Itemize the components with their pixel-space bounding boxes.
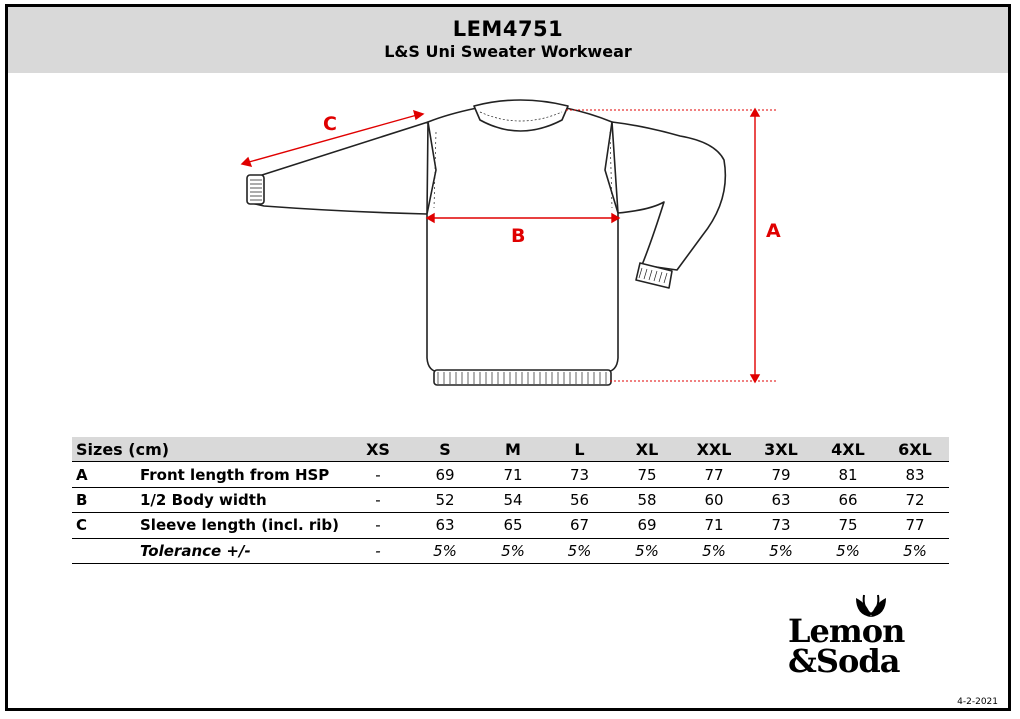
size-xxl: XXL (681, 437, 747, 463)
row-label: 1/2 Body width (140, 487, 346, 514)
size-4xl: 4XL (815, 437, 881, 463)
product-code: LEM4751 (452, 17, 564, 41)
cell: - (346, 538, 410, 564)
right-sleeve (611, 121, 727, 271)
cell: 5% (546, 538, 613, 564)
cell: 73 (747, 512, 815, 539)
row-label: Front length from HSP (140, 461, 346, 488)
cell: - (346, 461, 410, 488)
size-6xl: 6XL (881, 437, 949, 463)
header-banner: LEM4751 L&S Uni Sweater Workwear (8, 7, 1008, 73)
label-c: C (323, 113, 337, 135)
cell: 5% (881, 538, 949, 564)
cell: 72 (881, 487, 949, 514)
table-row: A Front length from HSP - 69 71 73 75 77… (72, 461, 949, 488)
cell: 58 (613, 487, 681, 514)
size-header-row: Sizes (cm) XS S M L XL XXL 3XL 4XL 6XL (72, 437, 949, 463)
size-xl: XL (613, 437, 681, 463)
row-code: C (72, 512, 140, 539)
cell: 77 (681, 461, 747, 488)
row-code: A (72, 461, 140, 488)
cell: 71 (480, 461, 546, 488)
cell: - (346, 512, 410, 539)
cell: 81 (815, 461, 881, 488)
cell: 73 (546, 461, 613, 488)
cell: 52 (410, 487, 480, 514)
table-row: Tolerance +/- - 5% 5% 5% 5% 5% 5% 5% 5% (72, 538, 949, 564)
cell: 75 (613, 461, 681, 488)
cell: 66 (815, 487, 881, 514)
table-row: B 1/2 Body width - 52 54 56 58 60 63 66 … (72, 487, 949, 514)
cell: 69 (613, 512, 681, 539)
size-m: M (480, 437, 546, 463)
cell: 69 (410, 461, 480, 488)
collar-rib (473, 99, 569, 132)
cell: 65 (480, 512, 546, 539)
sizes-label: Sizes (cm) (72, 437, 346, 463)
cell: 75 (815, 512, 881, 539)
table-row: C Sleeve length (incl. rib) - 63 65 67 6… (72, 512, 949, 539)
size-l: L (546, 437, 613, 463)
size-3xl: 3XL (747, 437, 815, 463)
brand-logo: Lemon &Soda (786, 590, 956, 685)
cell: 63 (410, 512, 480, 539)
cell: 5% (815, 538, 881, 564)
cell: 83 (881, 461, 949, 488)
label-a: A (766, 220, 781, 242)
page-border (5, 4, 1011, 711)
row-label: Sleeve length (incl. rib) (140, 512, 346, 539)
logo-line2: &Soda (788, 642, 900, 680)
row-label: Tolerance +/- (140, 538, 346, 564)
cell: 79 (747, 461, 815, 488)
row-code (72, 538, 140, 564)
hem-rib (433, 369, 612, 386)
cell: 56 (546, 487, 613, 514)
right-cuff (635, 262, 673, 289)
cell: 63 (747, 487, 815, 514)
left-sleeve (249, 121, 429, 215)
product-name: L&S Uni Sweater Workwear (384, 42, 632, 61)
cell: 5% (613, 538, 681, 564)
row-code: B (72, 487, 140, 514)
cell: 60 (681, 487, 747, 514)
size-table: Sizes (cm) XS S M L XL XXL 3XL 4XL 6XL A… (72, 437, 949, 564)
cell: 5% (747, 538, 815, 564)
cell: 5% (480, 538, 546, 564)
cell: 5% (681, 538, 747, 564)
document-date: 4-2-2021 (957, 697, 998, 707)
label-b: B (511, 225, 525, 247)
size-s: S (410, 437, 480, 463)
cell: 5% (410, 538, 480, 564)
cell: - (346, 487, 410, 514)
cell: 77 (881, 512, 949, 539)
cell: 54 (480, 487, 546, 514)
left-cuff (246, 174, 265, 205)
cell: 67 (546, 512, 613, 539)
logo-line1: Lemon (788, 612, 905, 650)
leaf-icon (856, 594, 886, 617)
size-xs: XS (346, 437, 410, 463)
cell: 71 (681, 512, 747, 539)
